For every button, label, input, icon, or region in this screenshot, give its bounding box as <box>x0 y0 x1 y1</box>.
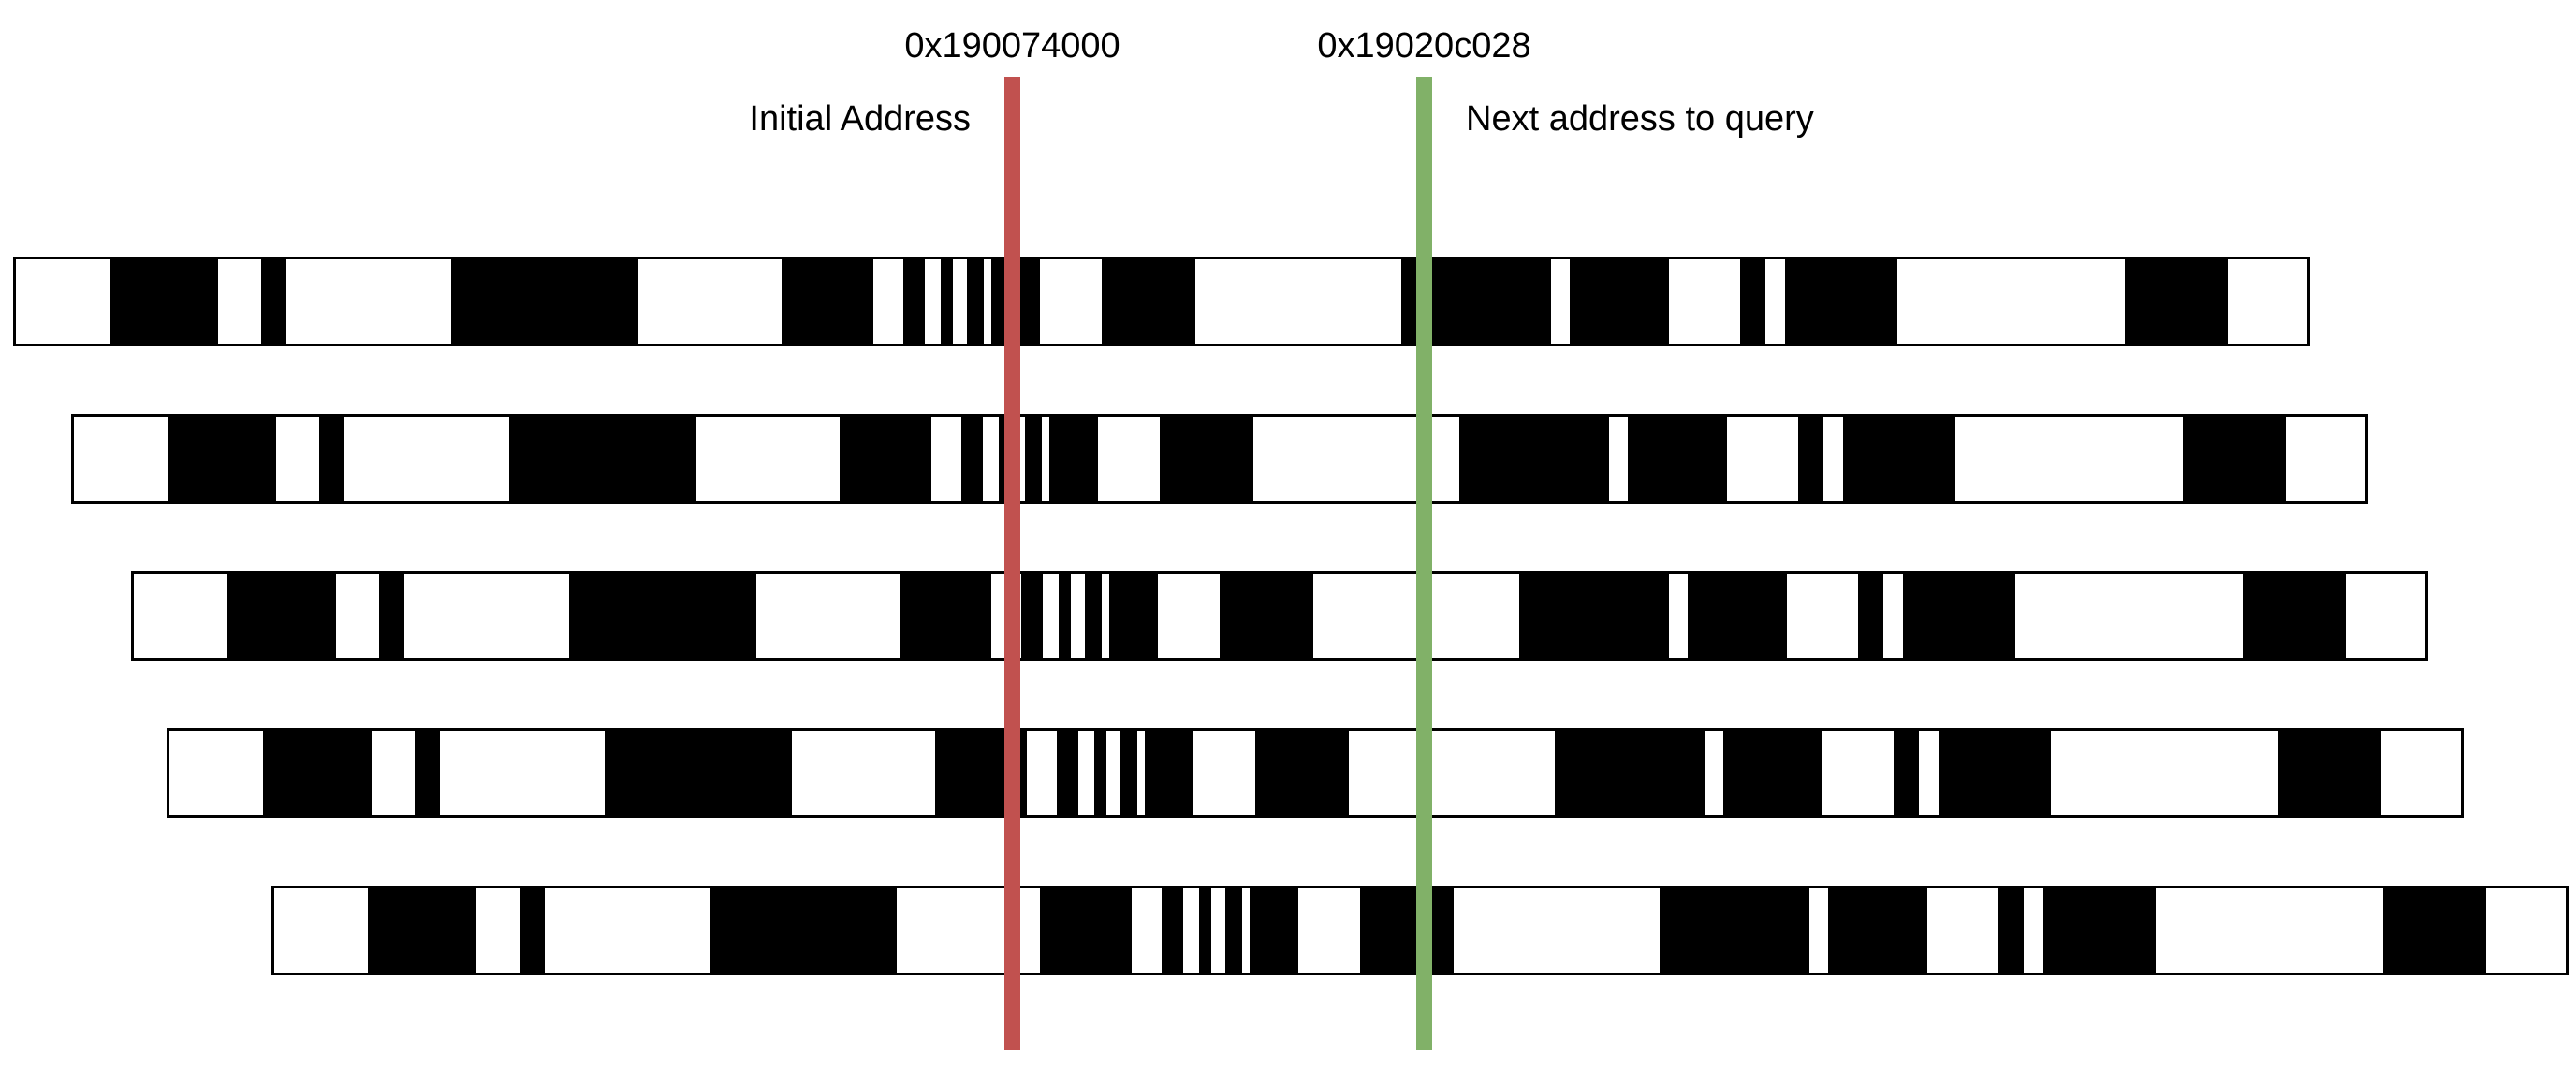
address-label-initial-address: 0x190074000 <box>904 26 1120 66</box>
bar-segment <box>1160 417 1253 501</box>
bar-segment <box>1843 417 1955 501</box>
bar-segment <box>2125 259 2228 344</box>
bar-segment <box>1740 259 1765 344</box>
bar-segment <box>1660 888 1809 973</box>
bar-segment <box>710 888 897 973</box>
bar-segment <box>1459 417 1609 501</box>
bar-segment <box>319 417 344 501</box>
scan-row-2 <box>71 414 2368 504</box>
bar-segment <box>1858 574 1883 658</box>
bar-segment <box>1519 574 1669 658</box>
bar-segment <box>227 574 336 658</box>
bar-segment <box>2243 574 2346 658</box>
bar-segment <box>1939 731 2051 815</box>
bar-segment <box>1903 574 2015 658</box>
bar-segment <box>941 259 953 344</box>
bar-segment <box>261 259 286 344</box>
bar-segment <box>1220 574 1313 658</box>
bar-segment <box>961 417 983 501</box>
marker-line-initial-address <box>1004 77 1020 1050</box>
bar-segment <box>368 888 476 973</box>
bar-segment <box>903 259 925 344</box>
bar-segment <box>110 259 218 344</box>
bar-segment <box>1998 888 2024 973</box>
bar-segment <box>1255 731 1349 815</box>
bar-segment <box>1085 574 1102 658</box>
bar-segment <box>263 731 372 815</box>
marker-line-next-address <box>1416 77 1432 1050</box>
bar-segment <box>1059 574 1071 658</box>
bar-segment <box>967 259 984 344</box>
bar-segment <box>900 574 991 658</box>
bar-segment <box>1798 417 1823 501</box>
bar-segment <box>1628 417 1727 501</box>
bar-segment <box>1025 417 1042 501</box>
bar-segment <box>451 259 638 344</box>
bar-segment <box>1360 888 1454 973</box>
bar-segment <box>415 731 440 815</box>
bar-segment <box>1199 888 1211 973</box>
address-label-next-address: 0x19020c028 <box>1317 26 1531 66</box>
role-label-initial-address: Initial Address <box>749 99 971 139</box>
bar-segment <box>2383 888 2486 973</box>
bar-segment <box>2043 888 2156 973</box>
bar-segment <box>1250 888 1298 973</box>
bar-segment <box>1057 731 1078 815</box>
bar-segment <box>1021 574 1043 658</box>
bar-segment <box>1225 888 1242 973</box>
bar-segment <box>1723 731 1822 815</box>
bar-segment <box>1109 574 1158 658</box>
bar-segment <box>1894 731 1919 815</box>
bar-segment <box>2183 417 2286 501</box>
bar-segment <box>1094 731 1106 815</box>
bar-segment <box>1828 888 1927 973</box>
bar-segment <box>2278 731 2381 815</box>
bar-segment <box>1040 888 1132 973</box>
bar-segment <box>1555 731 1705 815</box>
bar-segment <box>379 574 404 658</box>
bar-segment <box>1785 259 1897 344</box>
bar-segment <box>1049 417 1098 501</box>
scan-row-4 <box>167 728 2464 818</box>
bar-segment <box>1570 259 1669 344</box>
bar-segment <box>1120 731 1137 815</box>
bar-segment <box>782 259 873 344</box>
bar-segment <box>1688 574 1787 658</box>
bar-segment <box>520 888 545 973</box>
bar-segment <box>1162 888 1183 973</box>
role-label-next-address: Next address to query <box>1466 99 1814 139</box>
bar-segment <box>1102 259 1195 344</box>
scan-row-1 <box>13 257 2310 346</box>
bar-segment <box>509 417 696 501</box>
bar-segment <box>1145 731 1193 815</box>
bar-segment <box>605 731 792 815</box>
bar-segment <box>840 417 931 501</box>
bar-segment <box>569 574 756 658</box>
scan-row-3 <box>131 571 2428 661</box>
bar-segment <box>168 417 276 501</box>
